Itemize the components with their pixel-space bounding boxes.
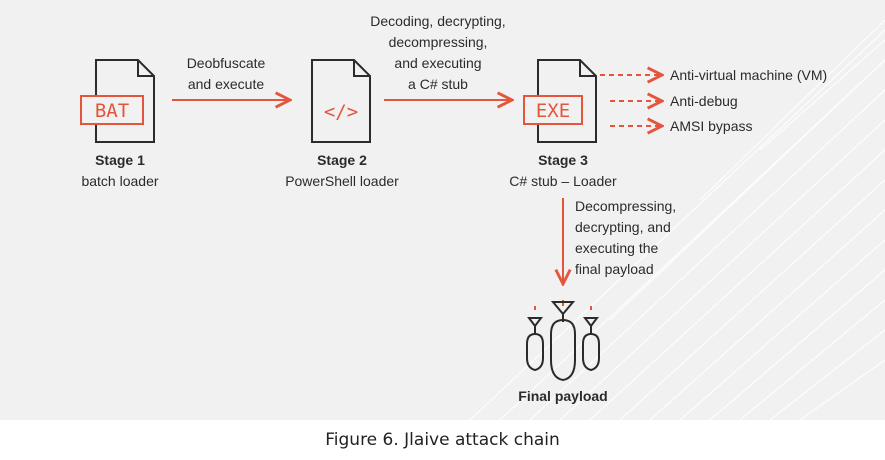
bombs-icon	[526, 300, 600, 382]
stage1-title: Stage 1	[95, 152, 145, 168]
feature-antidebug: Anti-debug	[670, 93, 738, 109]
bat-file-icon: BAT	[80, 59, 155, 143]
edge3-line: Decompressing,	[575, 198, 677, 214]
arrows-layer	[172, 0, 885, 420]
edge1-line: Deobfuscate	[186, 55, 266, 71]
stage3-icon-text: EXE	[536, 100, 570, 122]
edge3-line: executing the	[575, 240, 659, 256]
edge3-line: final payload	[575, 261, 654, 277]
edge2-line: decompressing,	[388, 34, 488, 50]
stage3-title: Stage 3	[538, 152, 588, 168]
figure-caption: Figure 6. Jlaive attack chain	[325, 430, 560, 450]
stage1-subtitle: batch loader	[81, 173, 159, 189]
feature-amsi-bypass: AMSI bypass	[670, 118, 753, 134]
edge2-line: a C# stub	[408, 76, 468, 92]
final-payload-label: Final payload	[488, 386, 638, 407]
stage2-label: Stage 2 PowerShell loader	[262, 150, 422, 192]
stage1-icon-text: BAT	[95, 100, 129, 122]
code-file-icon: </>	[311, 59, 371, 143]
final-payload-title: Final payload	[518, 388, 608, 404]
edge1-label: Deobfuscate and execute	[168, 53, 284, 95]
stage2-title: Stage 2	[317, 152, 367, 168]
edge2-line: and executing	[394, 55, 482, 71]
stage2-subtitle: PowerShell loader	[285, 173, 399, 189]
edge3-line: decrypting, and	[575, 219, 671, 235]
background-pattern	[469, 19, 885, 420]
edge2-line: Decoding, decrypting,	[370, 13, 506, 29]
edge3-label: Decompressing, decrypting, and executing…	[575, 196, 715, 280]
feature-antivm: Anti-virtual machine (VM)	[670, 67, 828, 83]
stage2-icon-text: </>	[324, 101, 358, 123]
exe-file-icon: EXE	[523, 59, 597, 143]
edge1-line: and execute	[187, 76, 265, 92]
stage1-label: Stage 1 batch loader	[60, 150, 180, 192]
diagram-canvas: BAT </> EXE Deobfuscate and execute Deco…	[0, 0, 885, 420]
edge2-label: Decoding, decrypting, decompressing, and…	[350, 11, 526, 95]
stage3-subtitle: C# stub – Loader	[509, 173, 617, 189]
stage3-label: Stage 3 C# stub – Loader	[488, 150, 638, 192]
